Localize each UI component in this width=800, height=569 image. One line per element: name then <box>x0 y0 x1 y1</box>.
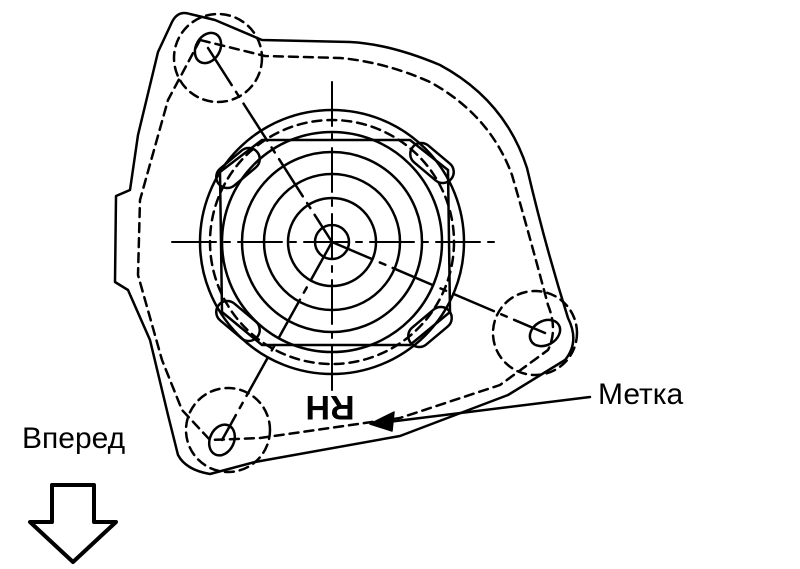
label-mark: Метка <box>598 378 684 411</box>
bolt-boss-right <box>491 289 579 377</box>
arrow-down-outline-icon <box>28 483 118 564</box>
mark-leader-arrowhead <box>369 411 395 432</box>
inner-contour-dashed <box>136 38 555 442</box>
bolt-right <box>528 318 562 348</box>
bolt-boss-top-left <box>172 12 264 104</box>
bolt-top-left <box>193 31 223 65</box>
slot-top-left <box>215 146 261 190</box>
rh-marking: RH <box>305 388 354 426</box>
diagonal-to-bottom-left-bolt <box>220 240 334 442</box>
slot-bottom-right <box>407 305 453 349</box>
diagonal-to-top-left-bolt <box>206 46 334 244</box>
bearing-plate <box>218 138 452 347</box>
label-forward: Вперед <box>22 422 126 455</box>
bolt-boss-bottom-left <box>184 386 272 474</box>
mount-outline <box>113 11 575 476</box>
slot-top-right <box>409 141 455 185</box>
bolt-bottom-left <box>207 423 237 457</box>
mark-leader-line <box>386 395 592 424</box>
diagonal-to-right-bolt <box>330 240 547 335</box>
slot-bottom-left <box>215 299 261 343</box>
